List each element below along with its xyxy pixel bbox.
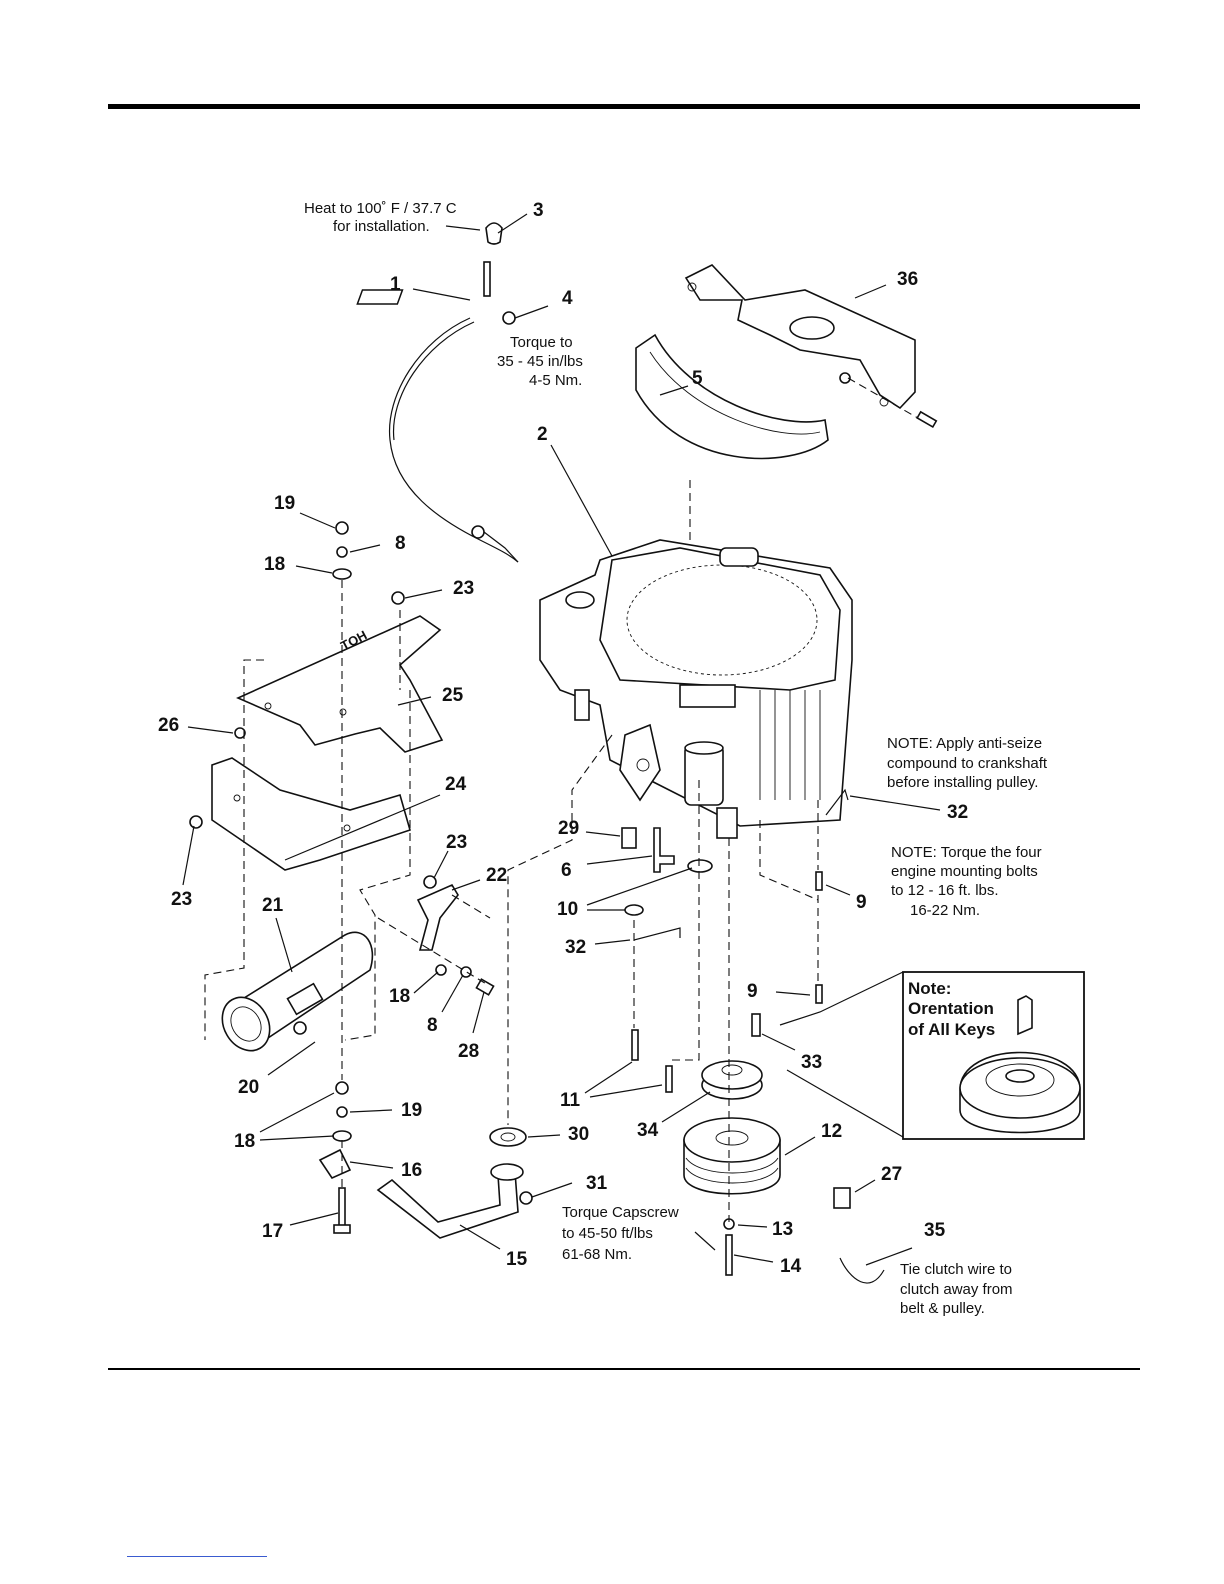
exhaust-pipe-15 bbox=[376, 1127, 527, 1239]
callout-35: 35 bbox=[924, 1220, 946, 1241]
callout-9-lower: 9 bbox=[747, 981, 758, 1002]
callout-2: 2 bbox=[537, 424, 548, 445]
callout-11: 11 bbox=[560, 1090, 581, 1111]
callout-32-left: 32 bbox=[565, 937, 586, 958]
mount-note-line-2: engine mounting bolts bbox=[891, 863, 1038, 880]
callout-28: 28 bbox=[458, 1041, 479, 1062]
callout-15: 15 bbox=[506, 1249, 528, 1270]
callout-5: 5 bbox=[692, 368, 703, 389]
callout-34: 34 bbox=[637, 1120, 659, 1141]
callout-23-mid: 23 bbox=[446, 832, 467, 853]
cable-tie-35 bbox=[839, 1257, 885, 1284]
heat-note-line-2: for installation. bbox=[333, 218, 430, 235]
hardware-small bbox=[189, 521, 851, 1276]
belt-guard-5 bbox=[635, 333, 829, 460]
callout-numbers: 3 1 4 36 5 2 19 8 18 23 25 26 24 23 22 2… bbox=[158, 200, 968, 1277]
muffler-bracket-22 bbox=[416, 883, 459, 951]
callout-33: 33 bbox=[801, 1052, 822, 1073]
heat-shield-25: HOT bbox=[236, 615, 444, 753]
callout-10: 10 bbox=[557, 899, 578, 920]
leader-lines bbox=[182, 213, 941, 1266]
callout-32-right: 32 bbox=[947, 802, 968, 823]
mount-note-line-1: NOTE: Torque the four bbox=[891, 844, 1042, 861]
callout-23-left: 23 bbox=[171, 889, 192, 910]
antiseize-note-line-2: compound to crankshaft bbox=[887, 755, 1048, 772]
callout-12: 12 bbox=[821, 1121, 842, 1142]
muffler-shield-24 bbox=[211, 757, 411, 871]
callout-18-lower: 18 bbox=[234, 1131, 255, 1152]
callout-16: 16 bbox=[401, 1160, 422, 1181]
tie-note-line-3: belt & pulley. bbox=[900, 1300, 985, 1317]
antiseize-note-line-3: before installing pulley. bbox=[887, 774, 1038, 791]
callout-4: 4 bbox=[562, 288, 573, 309]
callout-14: 14 bbox=[780, 1256, 802, 1277]
engine-bracket-36 bbox=[684, 264, 938, 429]
bolt-17 bbox=[338, 1187, 346, 1229]
callout-22: 22 bbox=[486, 865, 507, 886]
callout-8-lower: 8 bbox=[427, 1015, 438, 1036]
electric-clutch-12 bbox=[683, 1117, 781, 1195]
callout-19-top: 19 bbox=[274, 493, 295, 514]
pulley-34 bbox=[701, 1060, 763, 1100]
callout-18-top: 18 bbox=[264, 554, 285, 575]
capscrew-note-line-1: Torque Capscrew bbox=[562, 1204, 679, 1221]
mount-note-line-3: to 12 - 16 ft. lbs. bbox=[891, 882, 999, 899]
callout-3: 3 bbox=[533, 200, 544, 221]
callout-17: 17 bbox=[262, 1221, 283, 1242]
torque-note-line-3: 4-5 Nm. bbox=[529, 372, 582, 389]
callout-25: 25 bbox=[442, 685, 464, 706]
callout-20: 20 bbox=[238, 1077, 259, 1098]
footer-link-underline bbox=[127, 1556, 267, 1557]
hanger-16 bbox=[318, 1148, 352, 1180]
tie-note-line-1: Tie clutch wire to bbox=[900, 1261, 1012, 1278]
callout-31: 31 bbox=[586, 1173, 608, 1194]
engine-2 bbox=[539, 539, 853, 839]
torque-note-line-1: Torque to bbox=[510, 334, 573, 351]
keys-note-line-2: Orentation bbox=[908, 999, 994, 1018]
annotation-notes: Heat to 100˚ F / 37.7 C for installation… bbox=[304, 200, 1048, 1317]
callout-29: 29 bbox=[558, 818, 579, 839]
callout-13: 13 bbox=[772, 1219, 793, 1240]
torque-note-line-2: 35 - 45 in/lbs bbox=[497, 353, 583, 370]
muffler-21 bbox=[221, 931, 374, 1052]
callout-9-top: 9 bbox=[856, 892, 867, 913]
callout-30: 30 bbox=[568, 1124, 589, 1145]
capscrew-note-line-3: 61-68 Nm. bbox=[562, 1246, 632, 1263]
header-rule bbox=[108, 104, 1140, 109]
assembly-lines bbox=[204, 580, 1024, 1222]
keys-note-line-3: of All Keys bbox=[908, 1020, 995, 1039]
callout-6: 6 bbox=[561, 860, 572, 881]
keys-note-line-1: Note: bbox=[908, 979, 951, 998]
throttle-cable-assembly bbox=[356, 222, 519, 563]
footer-rule bbox=[108, 1368, 1140, 1370]
callout-36: 36 bbox=[897, 269, 918, 290]
callout-23-top: 23 bbox=[453, 578, 474, 599]
callout-27: 27 bbox=[881, 1164, 902, 1185]
capscrew-note-line-2: to 45-50 ft/lbs bbox=[562, 1225, 653, 1242]
callout-1: 1 bbox=[390, 274, 401, 295]
mount-note-line-4: 16-22 Nm. bbox=[910, 902, 980, 919]
callout-26: 26 bbox=[158, 715, 179, 736]
heat-note-line-1: Heat to 100˚ F / 37.7 C bbox=[304, 200, 457, 217]
callout-19-lower: 19 bbox=[401, 1100, 422, 1121]
callout-24: 24 bbox=[445, 774, 467, 795]
callout-21: 21 bbox=[262, 895, 284, 916]
keys-note-box: Note: Orentation of All Keys bbox=[902, 971, 1085, 1140]
callout-18-mid: 18 bbox=[389, 986, 410, 1007]
antiseize-note-line-1: NOTE: Apply anti-seize bbox=[887, 735, 1042, 752]
tie-note-line-2: clutch away from bbox=[900, 1281, 1013, 1298]
callout-8-top: 8 bbox=[395, 533, 406, 554]
